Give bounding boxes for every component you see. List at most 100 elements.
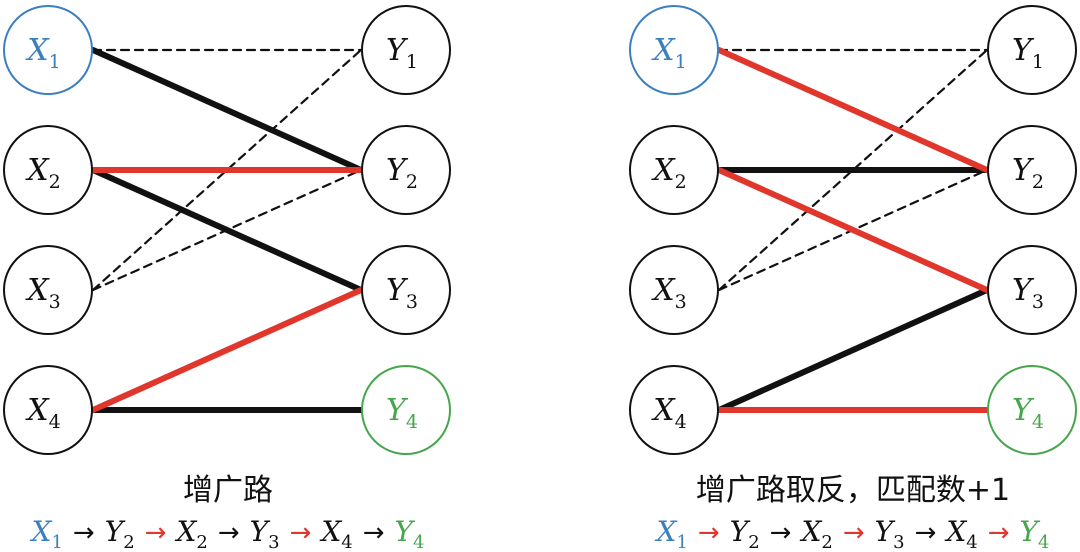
edge-x3-y1-dashed: [91, 48, 363, 292]
path-arrow: →: [145, 518, 167, 548]
edge-x3-y1-dashed: [717, 48, 989, 292]
path-node: Y: [105, 515, 126, 548]
path-node: X: [799, 515, 822, 548]
node-left1: X1: [3, 5, 93, 95]
node-right1: Y1: [987, 5, 1077, 95]
node-left3: X3: [629, 245, 719, 335]
path-arrow: →: [843, 518, 865, 548]
node-left4: X4: [3, 365, 93, 455]
node-label: X2: [25, 153, 60, 193]
path-node-sub: 2: [196, 532, 207, 552]
path-node-sub: 3: [268, 532, 279, 552]
path-node: Y: [875, 515, 896, 548]
node-circle: [987, 5, 1077, 95]
node-left3: X3: [3, 245, 93, 335]
node-label: X4: [651, 393, 686, 433]
edge-x4-y3-red: [90, 287, 364, 413]
node-circle: [629, 365, 719, 455]
path-node-sub: 4: [341, 532, 352, 552]
node-left2: X2: [629, 125, 719, 215]
node-label: X1: [25, 33, 60, 73]
node-label: Y2: [1012, 153, 1044, 193]
path-node: X: [174, 515, 197, 548]
path-node: X: [655, 515, 678, 548]
node-circle: [3, 245, 93, 335]
path-node: X: [319, 515, 342, 548]
node-label: X3: [651, 273, 686, 313]
node-left4: X4: [629, 365, 719, 455]
path-node: X: [30, 515, 53, 548]
path-arrow: →: [770, 518, 792, 548]
node-circle: [3, 365, 93, 455]
node-circle: [629, 5, 719, 95]
path-arrow: →: [915, 518, 937, 548]
node-label: X3: [25, 273, 60, 313]
node-circle: [361, 125, 451, 215]
edge-layer: [716, 47, 990, 413]
edge-x4-y3-black: [716, 287, 990, 413]
node-right2: Y2: [361, 125, 451, 215]
path-node-sub: 2: [748, 532, 759, 552]
path-node-sub: 4: [413, 532, 424, 552]
edge-x1-y2-red: [716, 47, 990, 173]
node-label: Y1: [386, 33, 418, 73]
node-label: X1: [651, 33, 686, 73]
node-circle: [361, 5, 451, 95]
path-node: X: [944, 515, 967, 548]
path-node: Y: [1020, 515, 1041, 548]
path-node-sub: 1: [676, 532, 687, 552]
node-right3: Y3: [361, 245, 451, 335]
path-node: Y: [395, 515, 416, 548]
path-node-sub: 1: [51, 532, 62, 552]
node-circle: [987, 125, 1077, 215]
path-node-sub: 2: [123, 532, 134, 552]
node-label: Y3: [386, 273, 418, 313]
node-left1: X1: [629, 5, 719, 95]
path-node-sub: 3: [893, 532, 904, 552]
panel-caption: 增广路: [183, 473, 273, 508]
node-label: X2: [651, 153, 686, 193]
node-label: Y2: [386, 153, 418, 193]
path-node: Y: [730, 515, 751, 548]
node-circle: [629, 125, 719, 215]
node-left2: X2: [3, 125, 93, 215]
edge-layer: [90, 47, 364, 413]
path-arrow: →: [698, 518, 720, 548]
node-circle: [629, 245, 719, 335]
node-label: X4: [25, 393, 60, 433]
node-right4: Y4: [361, 365, 451, 455]
path-node-sub: 2: [821, 532, 832, 552]
path-arrow: →: [363, 518, 385, 548]
panel-caption: 增广路取反，匹配数+1: [696, 473, 1010, 508]
node-circle: [3, 5, 93, 95]
node-circle: [987, 245, 1077, 335]
node-right3: Y3: [987, 245, 1077, 335]
edge-x2-y3-red: [716, 167, 990, 293]
node-circle: [987, 365, 1077, 455]
path-node-sub: 4: [1038, 532, 1049, 552]
path-arrow: →: [988, 518, 1010, 548]
path-node: Y: [250, 515, 271, 548]
node-circle: [361, 245, 451, 335]
path-sequence: X1→Y2→X2→Y3→X4→Y4: [655, 515, 1050, 552]
node-label: Y4: [386, 393, 418, 433]
node-label: Y3: [1012, 273, 1044, 313]
edge-x2-y3-black: [90, 167, 364, 293]
node-label: Y4: [1012, 393, 1044, 433]
edge-x1-y2-black: [90, 47, 364, 173]
node-right4: Y4: [987, 365, 1077, 455]
node-circle: [361, 365, 451, 455]
path-arrow: →: [290, 518, 312, 548]
path-arrow: →: [218, 518, 240, 548]
node-right2: Y2: [987, 125, 1077, 215]
node-right1: Y1: [361, 5, 451, 95]
node-circle: [3, 125, 93, 215]
path-node-sub: 4: [966, 532, 977, 552]
node-label: Y1: [1012, 33, 1044, 73]
path-arrow: →: [73, 518, 95, 548]
